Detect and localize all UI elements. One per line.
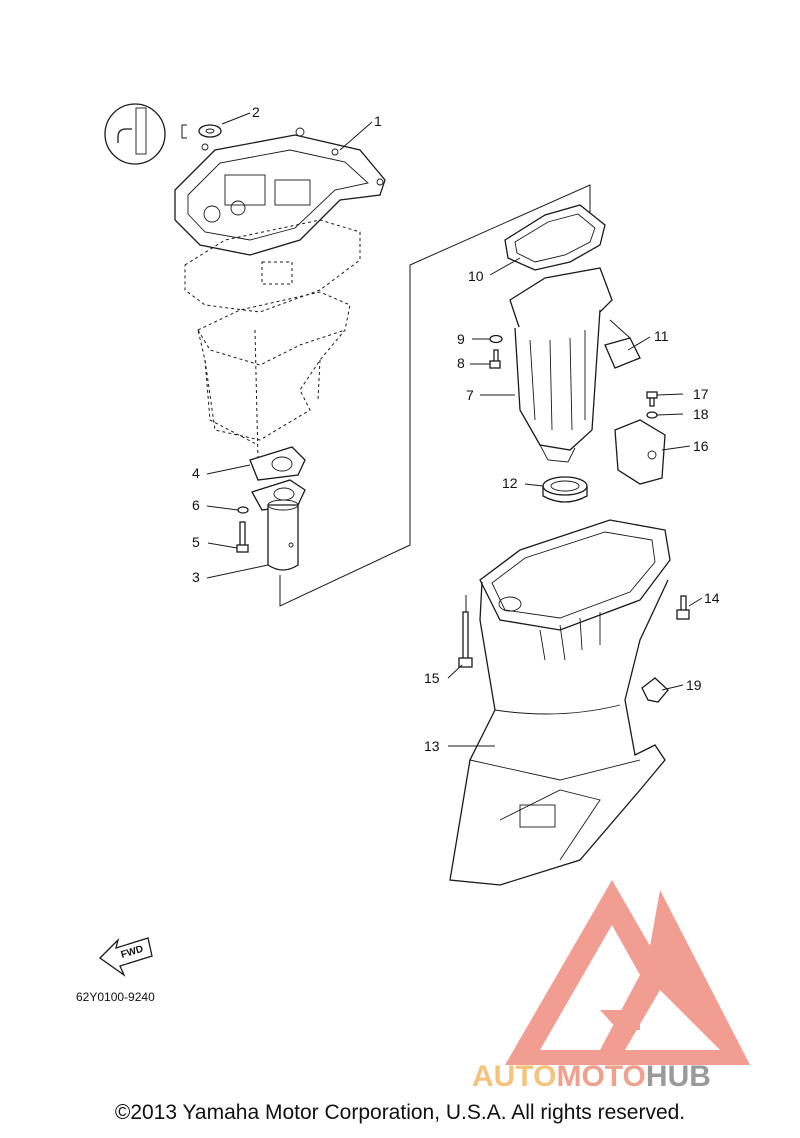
- callout-19: 19: [686, 677, 702, 693]
- callout-numbers: 1 2 3 4 5 6 7 8 9 10 11 12 13 14 15 16 1…: [192, 104, 720, 754]
- callout-18: 18: [693, 406, 709, 422]
- callout-11: 11: [654, 328, 669, 344]
- callout-4: 4: [192, 465, 200, 481]
- automotohub-logo: [505, 880, 750, 1065]
- diagram-reference-code: 62Y0100-9240: [76, 990, 155, 1004]
- watermark-moto: MOTO: [556, 1060, 645, 1093]
- callout-17: 17: [693, 386, 709, 402]
- callout-7: 7: [466, 387, 474, 403]
- callout-6: 6: [192, 497, 200, 513]
- upper-casing-group: [104, 103, 591, 607]
- fwd-arrow-icon: FWD: [98, 937, 153, 977]
- leader-lines: [206, 112, 703, 747]
- callout-9: 9: [457, 331, 465, 347]
- callout-3: 3: [192, 569, 200, 585]
- callout-8: 8: [457, 355, 465, 371]
- lower-casing-group: FWD: [98, 204, 690, 977]
- callout-14: 14: [704, 590, 720, 606]
- callout-15: 15: [424, 670, 440, 686]
- callout-13: 13: [424, 738, 440, 754]
- svg-text:AUTOMOTOHUB: AUTOMOTOHUB: [472, 1060, 711, 1093]
- callout-12: 12: [502, 475, 518, 491]
- callout-1: 1: [374, 113, 382, 129]
- callout-16: 16: [693, 438, 709, 454]
- automotohub-wordmark: AUTOMOTOHUB: [472, 1060, 711, 1093]
- callout-10: 10: [468, 268, 484, 284]
- copyright-notice: ©2013 Yamaha Motor Corporation, U.S.A. A…: [114, 1101, 686, 1124]
- watermark-hub: HUB: [646, 1060, 711, 1093]
- callout-2: 2: [252, 104, 260, 120]
- callout-5: 5: [192, 534, 200, 550]
- watermark-auto: AUTO: [472, 1060, 556, 1093]
